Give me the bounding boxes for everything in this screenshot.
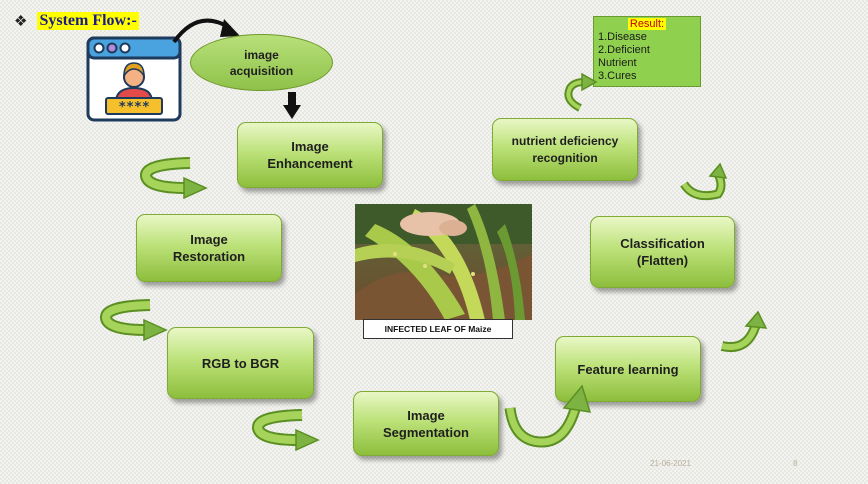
uturn-arrow-icon (140, 157, 208, 200)
node-label: Feature learning (577, 361, 679, 377)
curved-arrow-icon (564, 72, 598, 112)
uturn-arrow-icon (100, 299, 168, 342)
result-line: 1.Disease (598, 31, 647, 43)
node-label: Image Restoration (172, 232, 246, 264)
node-classification: Classification (Flatten) (590, 216, 735, 288)
maize-leaf-photo (355, 204, 532, 320)
node-label: Classification (Flatten) (620, 236, 705, 268)
node-label: RGB to BGR (201, 355, 280, 371)
result-line: 2.Deficient (598, 44, 650, 56)
u-arrow-icon (504, 384, 592, 448)
title-row: ❖ System Flow:- (14, 12, 139, 30)
node-label: nutrient deficiency recognition (511, 133, 619, 165)
node-image-segmentation: Image Segmentation (353, 391, 499, 456)
result-line: Nutrient (598, 57, 637, 69)
bullet-icon: ❖ (14, 12, 28, 30)
result-box: Result: 1.Disease 2.Deficient Nutrient 3… (593, 16, 701, 87)
user-login-window-icon: **** (86, 36, 182, 122)
curved-arrow-icon (680, 162, 728, 201)
result-line: 3.Cures (598, 70, 637, 82)
node-label: Image Enhancement (267, 139, 353, 171)
down-arrow-icon (283, 92, 301, 119)
curved-arrow-icon (720, 310, 768, 352)
page-number: 8 (793, 459, 798, 468)
result-title: Result: (627, 18, 667, 30)
slide-title: System Flow:- (37, 12, 139, 30)
node-image-restoration: Image Restoration (136, 214, 282, 282)
photo-caption: INFECTED LEAF OF Maize (363, 319, 513, 339)
node-nutrient-recognition: nutrient deficiency recognition (492, 118, 638, 181)
pin-text: **** (118, 100, 149, 115)
node-image-acquisition: image acquisition (190, 34, 333, 91)
curved-arrow-icon (172, 18, 240, 44)
node-label: Image Segmentation (383, 407, 469, 440)
node-feature-learning: Feature learning (555, 336, 701, 402)
node-image-enhancement: Image Enhancement (237, 122, 383, 188)
footer-date: 21-06-2021 (650, 459, 691, 468)
node-rgb-to-bgr: RGB to BGR (167, 327, 314, 399)
uturn-arrow-icon (252, 409, 320, 452)
